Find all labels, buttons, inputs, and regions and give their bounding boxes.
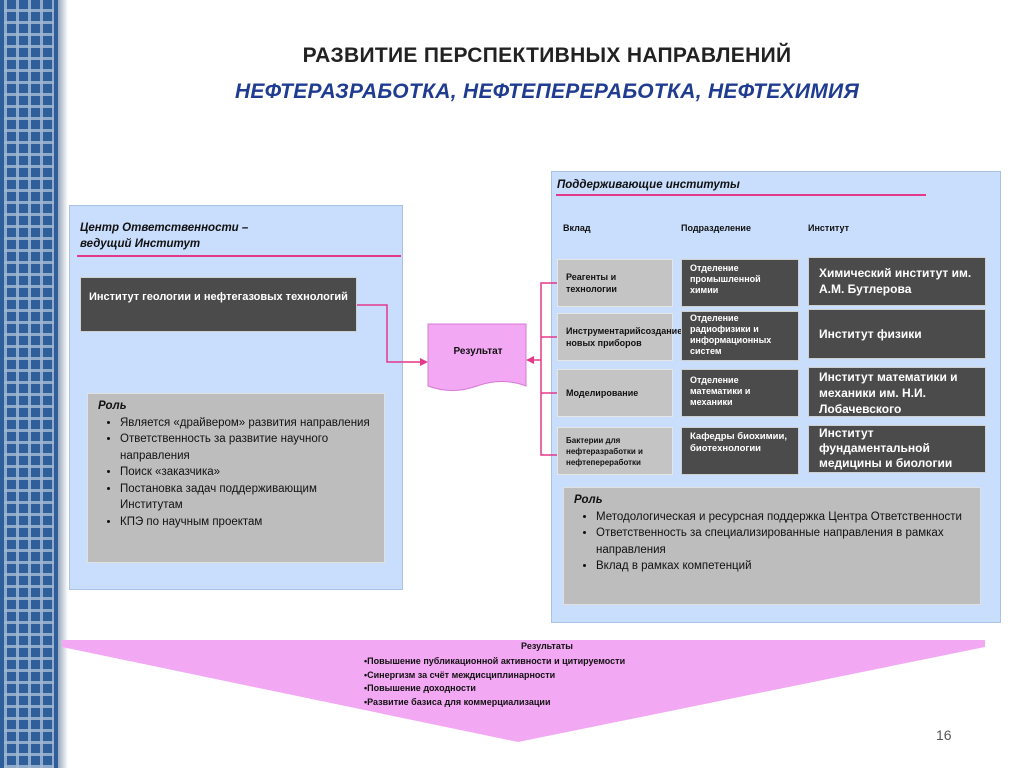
role-title: Роль [574,494,603,506]
role-item: Ответственность за специализированные на… [596,525,970,558]
division-box: Отделение радиофизики и информационных с… [681,311,799,361]
contribution-box: Моделирование [557,369,673,417]
header-line: ведущий Институт [80,238,201,250]
results-item: •Развитие базиса для коммерциализации [364,696,551,707]
role-item: Ответственность за развитие научного нап… [120,431,374,464]
institute-box: Институт математики и механики им. Н.И. … [808,367,986,417]
header-underline [77,255,401,257]
institute-box: Институт фундаментальной медицины и биол… [808,425,986,473]
institute-box: Институт физики [808,309,986,359]
border-shadow [58,0,68,768]
supporting-role-box: Роль Методологическая и ресурсная поддер… [563,487,981,605]
connector-line [357,304,420,363]
lead-role-box: Роль Является «драйвером» развития напра… [87,393,385,563]
role-list: Является «драйвером» развития направлени… [98,415,374,531]
division-box: Отделение математики и механики [681,369,799,417]
arrow-head-icon [526,356,534,364]
bracket-line [540,282,557,456]
results-title: Результаты [521,641,573,651]
results-list: •Повышение публикационной активности и ц… [364,655,625,709]
results-arrow-shape [62,640,985,742]
results-item: •Повышение доходности [364,683,476,694]
contribution-box: Инструментарийсоздание новых приборов [557,313,682,361]
page-number: 16 [936,727,952,743]
column-header-institute: Институт [808,223,850,233]
header-underline [556,194,926,196]
slide-title: РАЗВИТИЕ ПЕРСПЕКТИВНЫХ НАПРАВЛЕНИЙ [302,44,792,67]
supporting-institutes-header: Поддерживающие институты [557,179,740,191]
results-item: •Синергизм за счёт междисциплинарности [364,669,556,680]
header-line: Центр Ответственности – [80,222,249,234]
column-header-division: Подразделение [681,223,751,233]
slide-subtitle: НЕФТЕРАЗРАБОТКА, НЕФТЕПЕРЕРАБОТКА, НЕФТЕ… [234,80,860,103]
column-header-contribution: Вклад [563,223,591,233]
contribution-box: Бактерии для нефтеразработки и нефтепере… [557,427,673,475]
role-item: КПЭ по научным проектам [120,514,374,531]
division-box: Кафедры биохимии, биотехнологии [681,427,799,475]
arrow-head-icon [420,358,428,366]
role-item: Поиск «заказчика» [120,464,374,481]
lead-institute-box: Институт геологии и нефтегазовых техноло… [80,277,357,332]
responsibility-center-header: Центр Ответственности – ведущий Институт [80,220,248,252]
role-item: Методологическая и ресурсная поддержка Ц… [596,509,970,526]
results-item: •Повышение публикационной активности и ц… [364,656,626,666]
institute-box: Химический институт им. А.М. Бутлерова [808,257,986,306]
contribution-box: Реагенты и технологии [557,259,673,307]
greek-border-decoration [0,0,58,768]
role-item: Постановка задач поддерживающим Институт… [120,481,374,514]
role-list: Методологическая и ресурсная поддержка Ц… [574,509,970,575]
role-title: Роль [98,400,127,412]
role-item: Является «драйвером» развития направлени… [120,415,374,432]
division-box: Отделение промышленной химии [681,259,799,307]
result-label: Результат [453,346,503,357]
result-shape [427,323,527,391]
role-item: Вклад в рамках компетенций [596,558,970,575]
